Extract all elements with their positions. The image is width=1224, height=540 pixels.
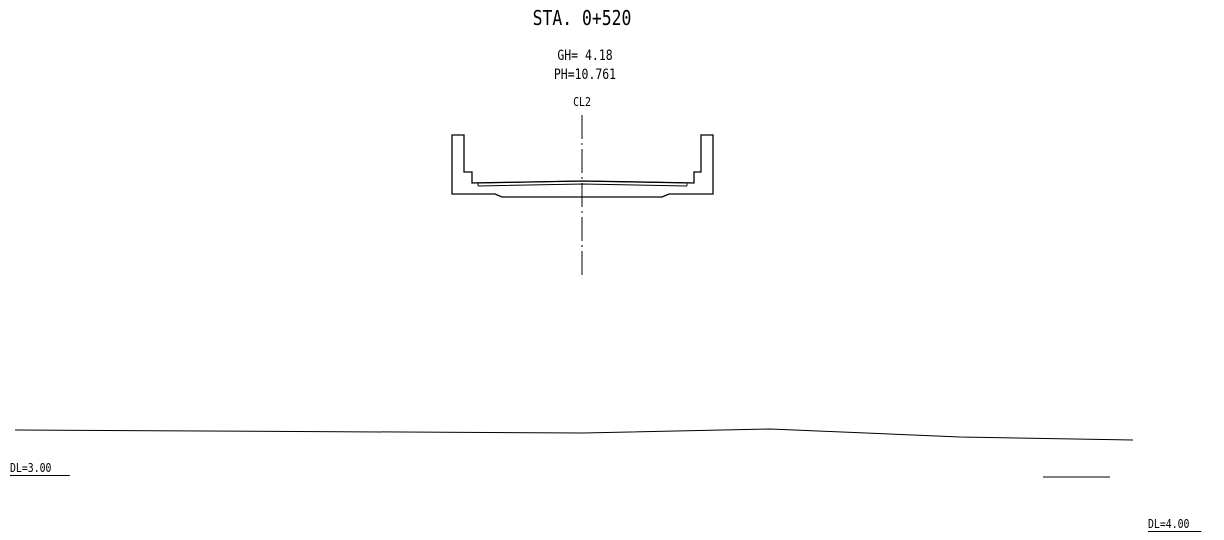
design-elevation-label: PH=10.761 bbox=[553, 67, 617, 83]
pavement-base-line bbox=[477, 183, 688, 187]
ground-elevation-label: GH= 4.18 bbox=[557, 48, 613, 64]
datum-level-left-label: DL=3.00 bbox=[10, 461, 70, 476]
ground-profile-line bbox=[14, 428, 1134, 441]
datum-level-right-label: DL=4.00 bbox=[1148, 517, 1201, 532]
pavement-surface-line bbox=[471, 180, 695, 184]
station-title: STA. 0+520 bbox=[532, 6, 632, 30]
centerline-label: CL2 bbox=[573, 95, 591, 109]
channel-section-outline bbox=[451, 134, 714, 198]
